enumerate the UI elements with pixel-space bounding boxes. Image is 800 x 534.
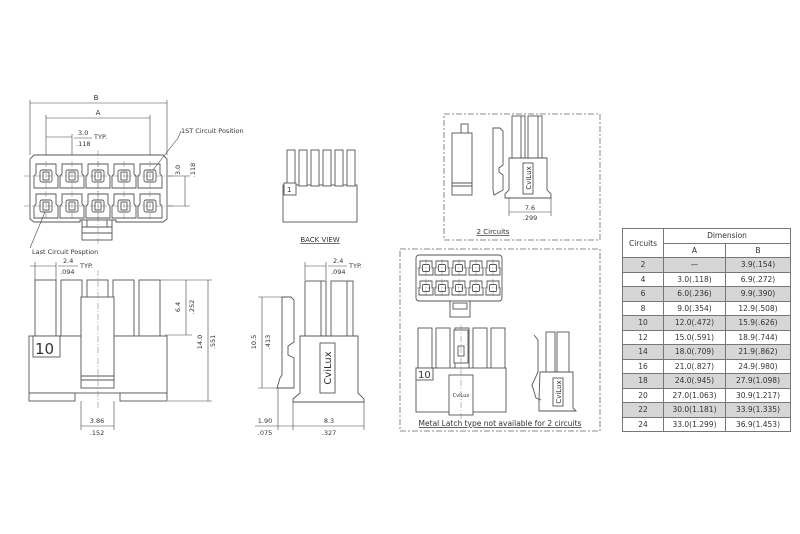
- cell-a: 9.0(.354): [663, 300, 726, 316]
- two-circuits-width-in: .299: [523, 214, 537, 222]
- cell-b: 3.9(.154): [725, 257, 791, 273]
- cell-b: 9.9(.390): [725, 286, 791, 302]
- cell-b: 6.9(.272): [725, 271, 791, 287]
- depth-in: .327: [322, 429, 336, 437]
- latch-offset-mm: 1.90: [258, 417, 272, 425]
- two-circuits-width-mm: 7.6: [525, 204, 535, 212]
- latch-height-in: .413: [264, 335, 272, 349]
- two-circuits-title: 2 Circuits: [477, 228, 510, 236]
- back-view-pin-label: 1: [287, 186, 291, 194]
- cell-b: 18.9(.744): [725, 329, 791, 345]
- cell-a: 21.0(.827): [663, 358, 726, 374]
- cell-a: 33.0(1.299): [663, 416, 726, 432]
- cell-a: 27.0(1.063): [663, 387, 726, 403]
- latch-width-in: .152: [90, 429, 104, 437]
- header-dimension: Dimension: [663, 228, 791, 244]
- cell-a: —: [663, 257, 726, 273]
- pin-width-mm: 2.4: [63, 257, 73, 265]
- side-pin-width-mm: 2.4: [333, 257, 343, 265]
- cell-a: 18.0(.709): [663, 344, 726, 360]
- cell-circuits: 22: [622, 402, 664, 418]
- front-view: B A 3.0 TYP. .118 1ST Circuit Position 3…: [24, 94, 244, 256]
- metal-latch-circuit-count: 10: [418, 370, 431, 381]
- pitch-in: .118: [76, 140, 90, 148]
- cell-circuits: 2: [622, 257, 664, 273]
- cell-circuits: 14: [622, 344, 664, 360]
- row-pitch-mm: 3.0: [174, 165, 182, 175]
- side-pin-width-in: .094: [331, 268, 345, 276]
- side-brand: CviLux: [323, 351, 334, 384]
- cell-circuits: 12: [622, 329, 664, 345]
- cell-b: 12.9(.508): [725, 300, 791, 316]
- cell-b: 21.9(.862): [725, 344, 791, 360]
- metal-latch-note: Metal Latch type not available for 2 cir…: [419, 419, 582, 428]
- cell-circuits: 6: [622, 286, 664, 302]
- pin-width-in: .094: [60, 268, 74, 276]
- cell-circuits: 4: [622, 271, 664, 287]
- cell-circuits: 20: [622, 387, 664, 403]
- total-height-mm: 14.0: [196, 335, 204, 349]
- pitch-typ: TYP.: [93, 133, 107, 141]
- cell-a: 12.0(.472): [663, 315, 726, 331]
- cell-a: 3.0(.118): [663, 271, 726, 287]
- cell-b: 27.9(1.098): [725, 373, 791, 389]
- last-circuit-label: Last Circuit Posption: [32, 248, 98, 256]
- latch-height-mm: 10.5: [250, 335, 258, 349]
- cell-b: 24.9(.980): [725, 358, 791, 374]
- first-circuit-label: 1ST Circuit Position: [181, 127, 244, 135]
- cell-a: 24.0(.945): [663, 373, 726, 389]
- cell-circuits: 24: [622, 416, 664, 432]
- back-view-title: BACK VIEW: [300, 236, 339, 244]
- cell-b: 33.9(1.335): [725, 402, 791, 418]
- cell-circuits: 8: [622, 300, 664, 316]
- cell-circuits: 18: [622, 373, 664, 389]
- cell-b: 30.9(1.217): [725, 387, 791, 403]
- cell-a: 15.0(.591): [663, 329, 726, 345]
- cell-circuits: 10: [622, 315, 664, 331]
- metal-latch-view: 10 CviLux CviLux Metal Latch type not av…: [399, 248, 601, 432]
- latch-offset-in: .075: [258, 429, 272, 437]
- side-pin-width-typ: TYP.: [348, 262, 362, 270]
- two-circuits-view: CviLux 7.6 .299 2 Circuits: [443, 113, 601, 241]
- row-pitch-in: .118: [189, 163, 197, 177]
- pitch-mm: 3.0: [78, 129, 88, 137]
- cell-circuits: 16: [622, 358, 664, 374]
- depth-mm: 8.3: [324, 417, 334, 425]
- side-front-view: 2.4 TYP. .094 10 6.4 .252 14.0 .551 3.86…: [28, 257, 217, 437]
- header-b: B: [725, 242, 791, 258]
- total-height-in: .551: [209, 335, 217, 349]
- pin-width-typ: TYP.: [79, 262, 93, 270]
- cell-b: 36.9(1.453): [725, 416, 791, 432]
- header-a: A: [663, 242, 726, 258]
- side-view: 2.4 TYP. .094 CviLux 10.5 .413 1.90 .075…: [250, 257, 365, 437]
- side-front-circuit-count: 10: [35, 340, 54, 358]
- latch-width-mm: 3.86: [90, 417, 104, 425]
- pin-height-mm: 6.4: [174, 302, 182, 312]
- dim-a-label: A: [96, 109, 101, 117]
- cell-a: 6.0(.236): [663, 286, 726, 302]
- header-circuits: Circuits: [622, 228, 664, 258]
- back-view: 1 BACK VIEW: [282, 149, 358, 244]
- pin-height-in: .252: [188, 300, 196, 314]
- two-circuits-brand: CviLux: [525, 166, 533, 189]
- dim-b-label: B: [94, 94, 99, 102]
- metal-latch-brand-small: CviLux: [453, 393, 470, 399]
- cell-b: 15.9(.626): [725, 315, 791, 331]
- table-row: 2—3.9(.154): [622, 257, 791, 273]
- metal-latch-brand: CviLux: [555, 380, 563, 403]
- cell-a: 30.0(1.181): [663, 402, 726, 418]
